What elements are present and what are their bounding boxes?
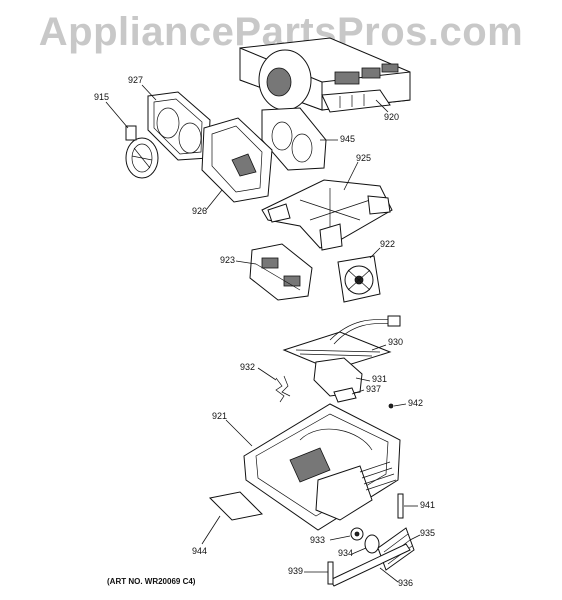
art-number: (ART NO. WR20069 C4) — [107, 577, 196, 586]
part-933-gear — [350, 527, 364, 541]
part-921-bucket — [243, 403, 401, 531]
callout-944: 944 — [192, 546, 208, 556]
part-942-screw — [388, 403, 394, 409]
callout-941: 941 — [420, 500, 436, 510]
callout-942: 942 — [408, 398, 424, 408]
callout-936: 936 — [398, 578, 414, 588]
part-926-duct — [201, 117, 273, 203]
part-944-bracket — [208, 491, 264, 521]
callout-939: 939 — [288, 566, 304, 576]
callout-921: 921 — [212, 411, 228, 421]
callout-932: 932 — [240, 362, 256, 372]
callout-937: 937 — [366, 384, 382, 394]
part-927-gasket — [147, 91, 211, 161]
callout-927: 927 — [128, 75, 144, 85]
callout-935: 935 — [420, 528, 436, 538]
callout-931: 931 — [372, 374, 388, 384]
part-937-clip — [333, 387, 357, 403]
part-920-housing — [239, 37, 411, 113]
leader-lines — [105, 84, 421, 583]
part-939-post — [327, 561, 334, 585]
callout-923: 923 — [220, 255, 236, 265]
callout-922: 922 — [380, 239, 396, 249]
part-945-plate — [261, 107, 327, 171]
part-922-fan — [337, 255, 381, 303]
part-932-spring — [275, 375, 291, 403]
callout-920: 920 — [384, 112, 400, 122]
callout-915: 915 — [94, 92, 110, 102]
part-941-bar — [397, 493, 404, 519]
part-925-bracket — [261, 179, 393, 251]
part-915-damper — [125, 125, 159, 179]
part-934-bulb — [364, 534, 380, 554]
callout-925: 925 — [356, 153, 372, 163]
callout-934: 934 — [338, 548, 354, 558]
callout-930: 930 — [388, 337, 404, 347]
part-931-deflector — [313, 357, 363, 397]
callout-945: 945 — [340, 134, 356, 144]
part-930-tray — [282, 315, 401, 371]
callout-933: 933 — [310, 535, 326, 545]
callout-926: 926 — [192, 206, 208, 216]
part-923-motor — [249, 243, 313, 301]
